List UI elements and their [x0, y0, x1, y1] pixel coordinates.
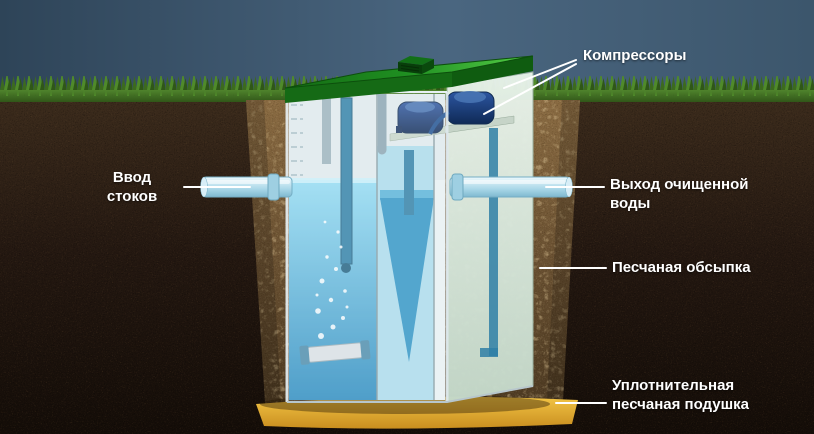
vent-cap [398, 56, 434, 74]
sand-cushion [256, 396, 578, 429]
label-compressors: Компрессоры [583, 47, 687, 64]
label-sand-cushion: Уплотнительная песчаная подушка [612, 377, 749, 413]
tank-lid [284, 55, 534, 103]
aeration-diffuser [299, 340, 371, 365]
airlift-pipe [322, 94, 414, 273]
outlet-pipe [449, 173, 573, 201]
leader-line-compressors-2 [483, 63, 577, 115]
septic-tank [284, 55, 534, 403]
tank-front-wall [285, 91, 534, 403]
water-surface [289, 178, 377, 183]
leader-line-compressors-1 [503, 59, 577, 89]
label-sand-backfill: Песчаная обсыпка [612, 259, 751, 276]
side-compartment-pipe [480, 128, 498, 357]
clarifier-cone [380, 198, 434, 362]
label-inlet: Ввод стоков [106, 169, 158, 205]
air-bubbles [315, 220, 349, 339]
label-outlet: Выход очищенной воды [610, 176, 749, 212]
compressor-left [396, 101, 444, 134]
